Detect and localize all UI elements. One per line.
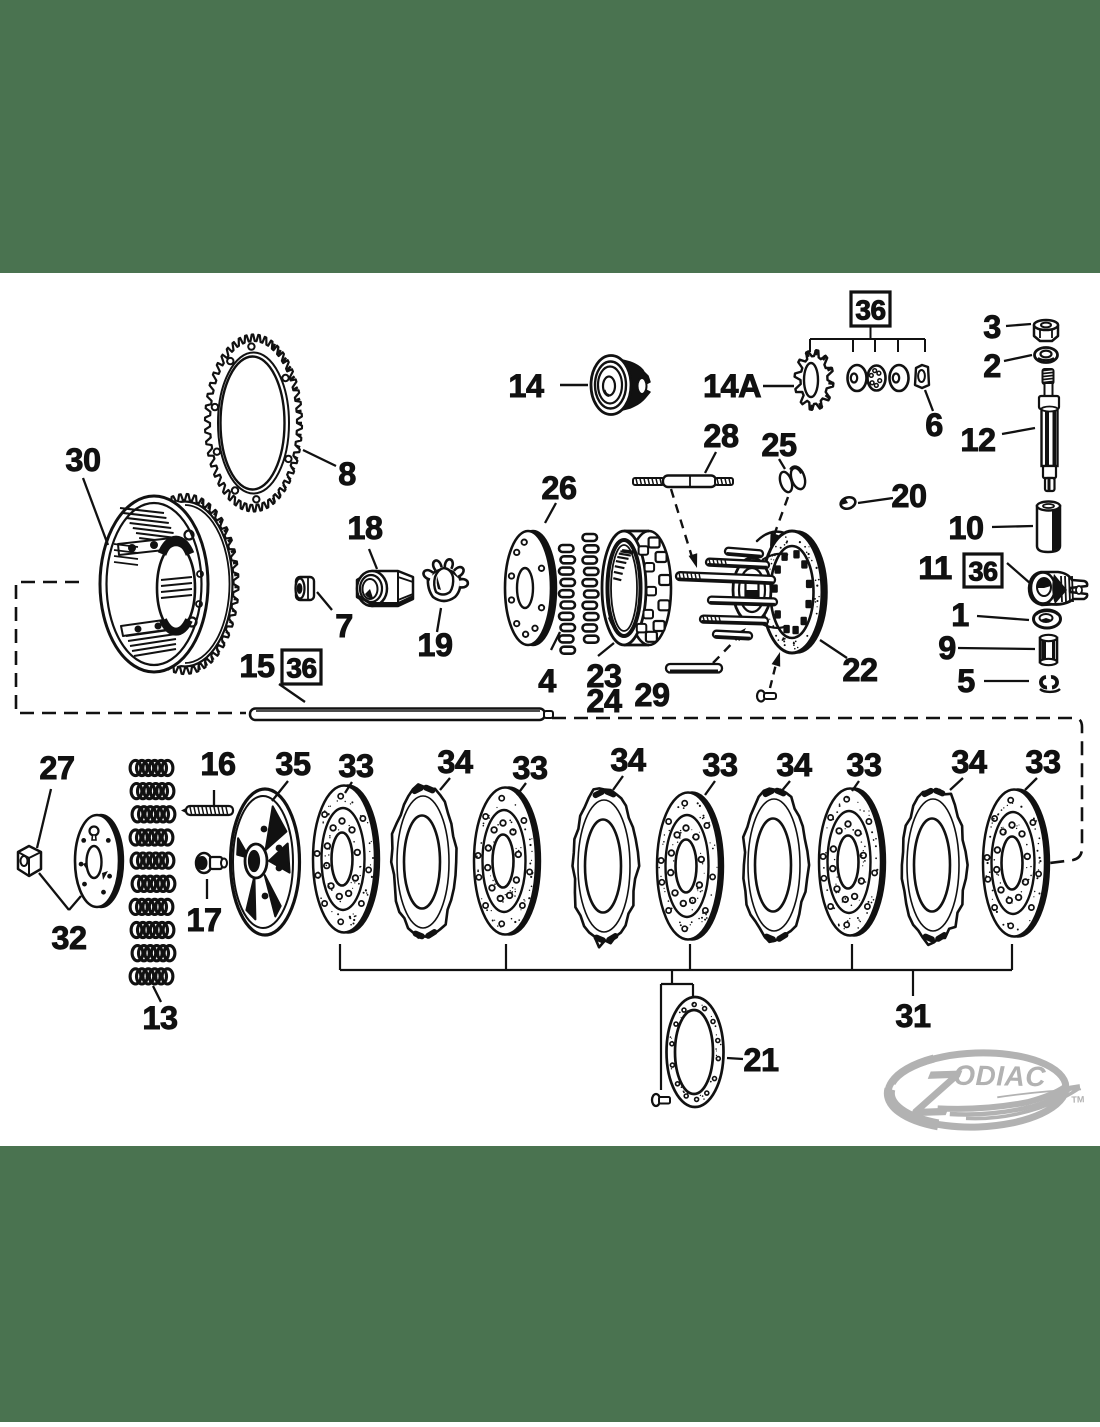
svg-text:34: 34 (437, 744, 473, 780)
svg-text:22: 22 (842, 652, 877, 688)
svg-text:11: 11 (918, 550, 952, 586)
svg-text:33: 33 (846, 747, 881, 783)
svg-text:15: 15 (239, 648, 275, 684)
svg-text:20: 20 (891, 478, 926, 514)
svg-text:24: 24 (586, 683, 622, 719)
svg-text:34: 34 (610, 742, 646, 778)
svg-text:4: 4 (538, 663, 556, 699)
svg-text:1: 1 (951, 597, 969, 633)
svg-text:5: 5 (957, 663, 975, 699)
svg-text:6: 6 (925, 407, 943, 443)
svg-text:14: 14 (508, 368, 544, 404)
svg-text:18: 18 (347, 510, 383, 546)
svg-text:32: 32 (51, 920, 86, 956)
svg-text:13: 13 (142, 1000, 177, 1036)
svg-text:7: 7 (335, 608, 353, 644)
svg-text:9: 9 (938, 630, 956, 666)
svg-text:36: 36 (968, 557, 998, 587)
svg-text:2: 2 (983, 348, 1001, 384)
svg-text:21: 21 (743, 1042, 779, 1078)
svg-text:26: 26 (541, 470, 576, 506)
svg-text:10: 10 (948, 510, 983, 546)
svg-text:17: 17 (186, 902, 221, 938)
svg-text:12: 12 (960, 422, 995, 458)
svg-text:TM: TM (1071, 1094, 1084, 1104)
svg-text:16: 16 (200, 746, 235, 782)
svg-text:34: 34 (776, 747, 812, 783)
svg-text:36: 36 (286, 653, 316, 684)
svg-text:3: 3 (983, 309, 1001, 345)
svg-text:25: 25 (761, 427, 797, 463)
svg-text:30: 30 (65, 442, 100, 478)
svg-text:34: 34 (951, 744, 987, 780)
svg-text:36: 36 (855, 295, 885, 326)
svg-text:33: 33 (1025, 744, 1060, 780)
svg-text:27: 27 (39, 750, 74, 786)
svg-text:35: 35 (275, 746, 311, 782)
svg-text:33: 33 (338, 748, 373, 784)
svg-text:33: 33 (512, 750, 547, 786)
svg-text:29: 29 (634, 677, 669, 713)
svg-text:31: 31 (895, 998, 931, 1034)
svg-text:28: 28 (703, 418, 739, 454)
svg-text:14A: 14A (703, 368, 761, 404)
svg-text:8: 8 (338, 456, 356, 492)
svg-text:33: 33 (702, 747, 737, 783)
svg-text:ODIAC: ODIAC (953, 1060, 1047, 1093)
svg-text:19: 19 (417, 627, 452, 663)
